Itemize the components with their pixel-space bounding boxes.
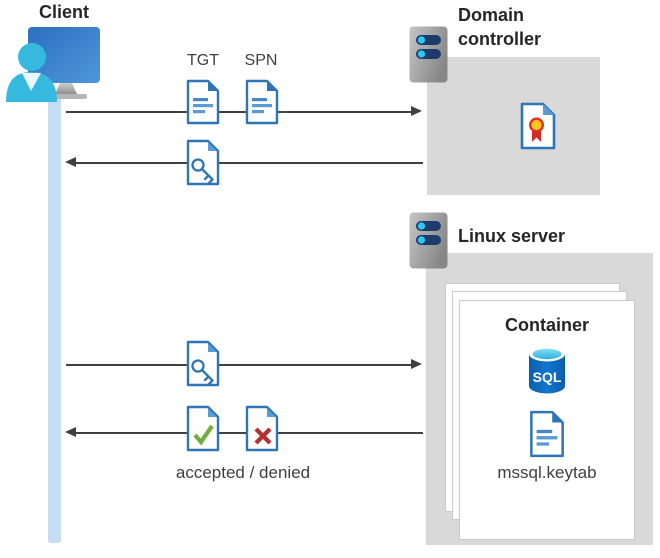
sql-badge-text: SQL — [533, 369, 562, 385]
domain-controller-node-label: Domain controller — [458, 5, 542, 50]
spn-label: SPN — [244, 52, 278, 69]
arrowhead-right-icon — [411, 106, 422, 116]
tgt-label: TGT — [187, 52, 219, 69]
keytab-filename-label: mssql.keytab — [497, 463, 597, 483]
spn-document-icon — [244, 79, 280, 125]
client-node-label: Client — [38, 2, 89, 22]
container-label: Container — [504, 315, 589, 335]
linux-server-icon — [409, 212, 448, 269]
tgt-document-icon — [185, 79, 221, 125]
accepted-denied-label: accepted / denied — [175, 463, 311, 482]
certificate-icon — [519, 102, 557, 150]
container-card: Container SQL — [459, 300, 635, 540]
denied-document-icon — [244, 405, 280, 452]
arrowhead-left-icon — [65, 157, 76, 167]
accepted-document-icon — [185, 405, 221, 452]
arrow-dc-to-client — [76, 162, 423, 164]
linux-server-node-label: Linux server — [458, 226, 566, 246]
arrowhead-right-icon — [411, 359, 422, 369]
arrow-client-to-linux — [66, 364, 412, 366]
client-lifeline — [48, 92, 61, 543]
sql-database-icon: SQL — [526, 345, 568, 395]
service-ticket-key-document-icon — [185, 139, 221, 186]
service-ticket-key-document-icon — [185, 340, 221, 387]
domain-controller-server-icon — [409, 26, 448, 83]
arrow-client-to-dc — [66, 111, 412, 113]
domain-controller-box — [427, 57, 600, 195]
arrowhead-left-icon — [65, 427, 76, 437]
keytab-document-icon — [528, 410, 566, 458]
client-user-icon — [0, 20, 105, 102]
